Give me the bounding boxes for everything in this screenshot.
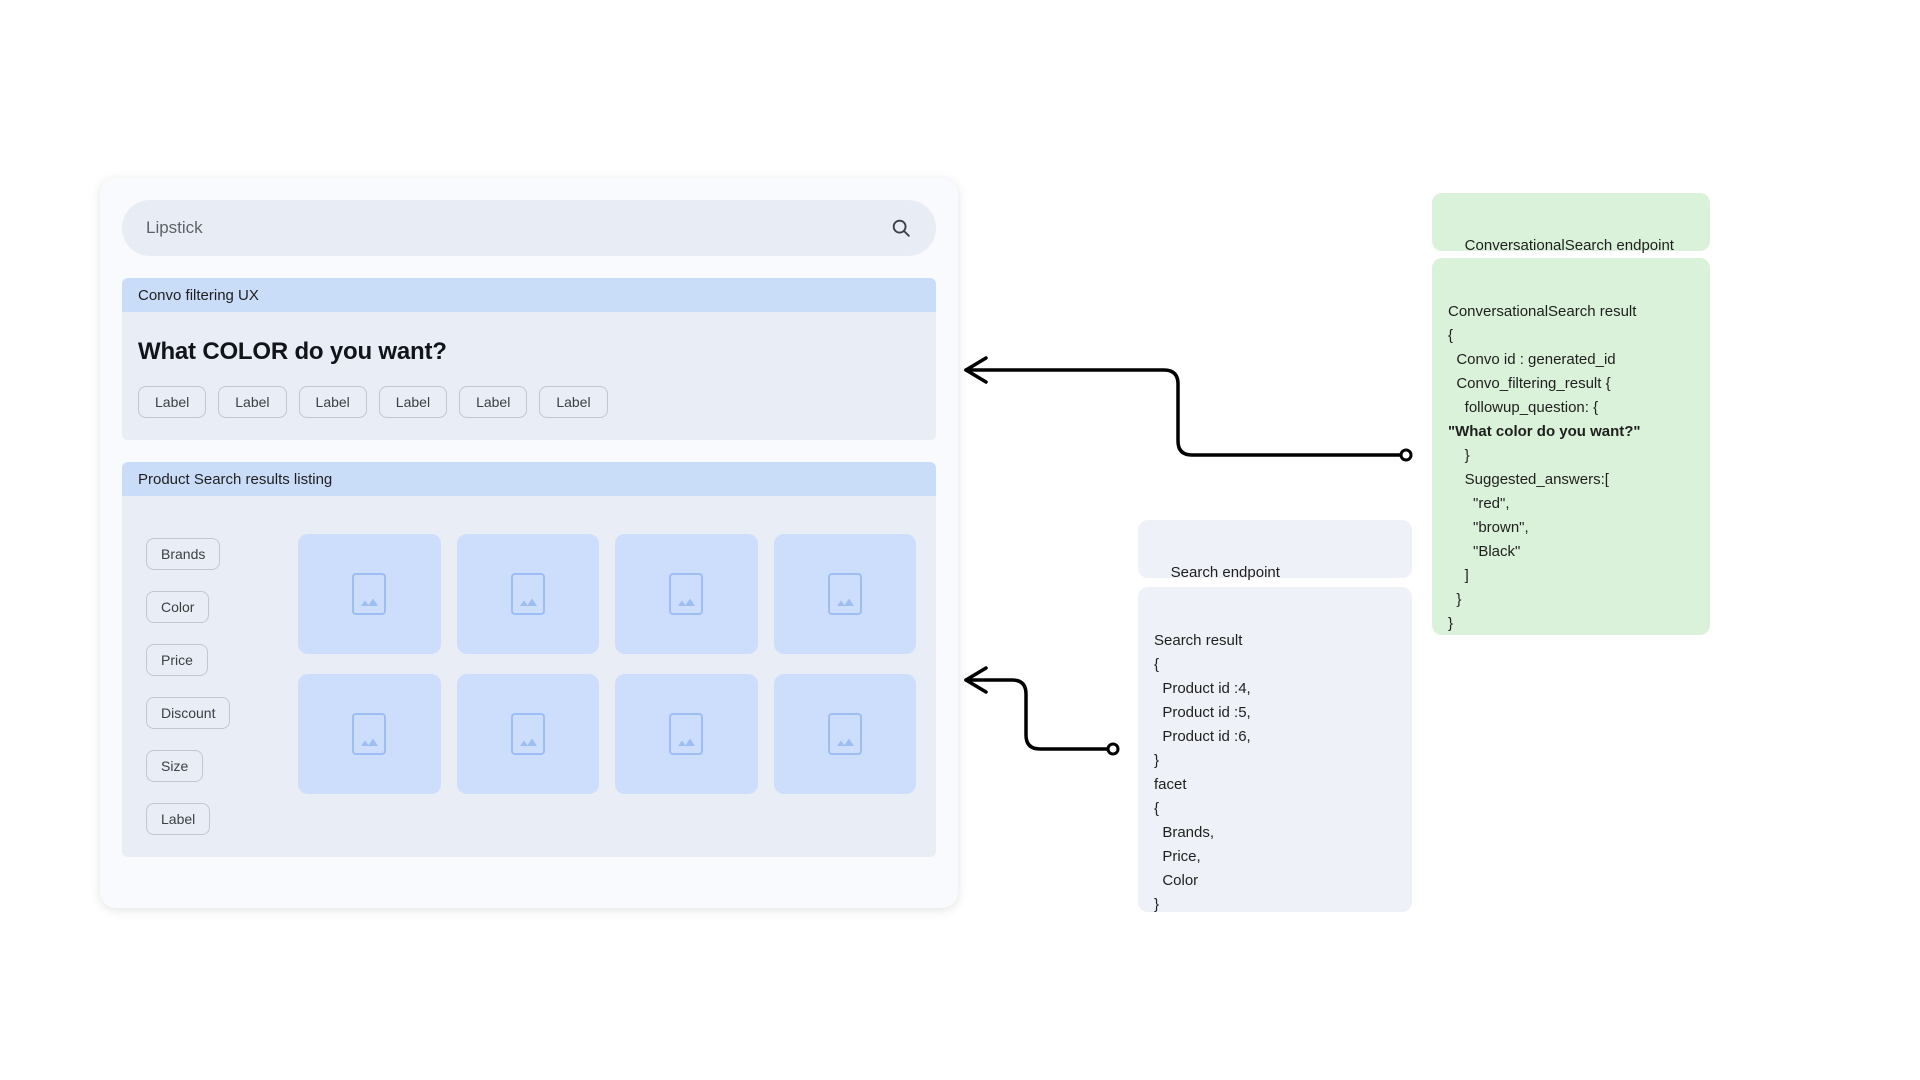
product-card[interactable] xyxy=(456,534,599,654)
suggested-answer-chip[interactable]: Label xyxy=(298,386,367,418)
product-card[interactable] xyxy=(773,674,916,794)
sr-facet-price: Price, xyxy=(1154,848,1201,865)
facet-chip-size[interactable]: Size xyxy=(146,750,204,782)
search-endpoint-title: Search endpoint xyxy=(1170,564,1280,581)
sr-line-close: } xyxy=(1154,752,1160,769)
suggested-answer-chip[interactable]: Label xyxy=(218,386,287,418)
cs-line-followup-close: } xyxy=(1448,447,1470,464)
suggested-answer-chip[interactable]: Label xyxy=(138,386,207,418)
facet-chip-discount[interactable]: Discount xyxy=(146,697,231,729)
sr-product-id-6: Product id :6, xyxy=(1154,728,1251,745)
cs-line-filtering-close: } xyxy=(1448,591,1462,608)
search-endpoint-panel: Search endpoint xyxy=(1138,520,1412,581)
cs-line-convo-id: Convo id : generated_id xyxy=(1448,351,1616,368)
cs-line-open: { xyxy=(1448,327,1454,344)
cs-followup-question-value: "What color do you want?" xyxy=(1448,423,1641,440)
image-placeholder-icon xyxy=(827,573,862,615)
image-placeholder-icon xyxy=(669,713,704,755)
product-card[interactable] xyxy=(615,534,758,654)
conversational-endpoint-title: ConversationalSearch endpoint xyxy=(1464,237,1674,254)
cs-line-array-close: ] xyxy=(1448,567,1469,584)
conversational-search-result-panel: ConversationalSearch result { Convo id :… xyxy=(1432,258,1710,635)
image-placeholder-icon xyxy=(669,573,704,615)
conversational-search-endpoint-panel: ConversationalSearch endpoint xyxy=(1432,193,1710,254)
results-section-header: Product Search results listing xyxy=(122,462,936,496)
cs-line-suggested-open: Suggested_answers:[ xyxy=(1448,471,1609,488)
sr-facet-close: } xyxy=(1154,896,1160,913)
product-card[interactable] xyxy=(298,534,441,654)
convo-section-header: Convo filtering UX xyxy=(122,278,936,312)
sr-facet-label: facet xyxy=(1154,776,1187,793)
product-card[interactable] xyxy=(773,534,916,654)
cs-answer-red: "red", xyxy=(1448,495,1510,512)
sr-facet-open: { xyxy=(1154,800,1160,817)
search-result-panel: Search result { Product id :4, Product i… xyxy=(1138,587,1412,913)
convo-section-body: What COLOR do you want? Label Label Labe… xyxy=(122,312,936,440)
cs-line-close: } xyxy=(1448,615,1454,632)
sr-line-open: { xyxy=(1154,656,1160,673)
image-placeholder-icon xyxy=(352,713,387,755)
results-layout: Brands Color Price Discount Size Label xyxy=(138,514,920,835)
facet-chip-price[interactable]: Price xyxy=(146,644,208,676)
results-section-body: Brands Color Price Discount Size Label xyxy=(122,496,936,857)
connector-search xyxy=(964,666,1120,756)
image-placeholder-icon xyxy=(827,713,862,755)
followup-question-text: What COLOR do you want? xyxy=(138,338,447,365)
product-card[interactable] xyxy=(456,674,599,794)
cs-answer-brown: "brown", xyxy=(1448,519,1529,536)
product-card[interactable] xyxy=(298,674,441,794)
facet-chip-label[interactable]: Label xyxy=(146,803,211,835)
search-input[interactable]: Lipstick xyxy=(146,218,203,237)
sr-product-id-5: Product id :5, xyxy=(1154,704,1251,721)
suggested-answer-chip[interactable]: Label xyxy=(459,386,528,418)
image-placeholder-icon xyxy=(352,573,387,615)
facet-chip-color[interactable]: Color xyxy=(146,591,210,623)
cs-line-filtering-open: Convo_filtering_result { xyxy=(1448,375,1611,392)
search-icon[interactable] xyxy=(890,217,912,239)
search-result-title: Search result xyxy=(1154,632,1243,649)
sr-facet-color: Color xyxy=(1154,872,1199,889)
suggested-answer-chip[interactable]: Label xyxy=(539,386,608,418)
product-grid xyxy=(298,534,920,835)
suggested-answer-chip[interactable]: Label xyxy=(378,386,448,418)
image-placeholder-icon xyxy=(510,713,545,755)
facet-chip-brands[interactable]: Brands xyxy=(146,538,221,570)
sr-facet-brands: Brands, xyxy=(1154,824,1215,841)
app-mock-card: Lipstick Convo filtering UX What COLOR d… xyxy=(100,178,958,908)
facet-filter-list: Brands Color Price Discount Size Label xyxy=(138,534,288,835)
results-section-title: Product Search results listing xyxy=(138,470,333,488)
cs-line-followup-open: followup_question: { xyxy=(1448,399,1599,416)
search-bar[interactable]: Lipstick xyxy=(122,200,936,256)
convo-section-title: Convo filtering UX xyxy=(138,286,259,304)
conversational-result-title: ConversationalSearch result xyxy=(1448,303,1637,320)
sr-product-id-4: Product id :4, xyxy=(1154,680,1251,697)
cs-answer-black: "Black" xyxy=(1448,543,1521,560)
connector-conversational xyxy=(964,356,1413,462)
suggested-answer-chip-row: Label Label Label Label Label Label xyxy=(138,386,920,418)
product-card[interactable] xyxy=(615,674,758,794)
image-placeholder-icon xyxy=(510,573,545,615)
